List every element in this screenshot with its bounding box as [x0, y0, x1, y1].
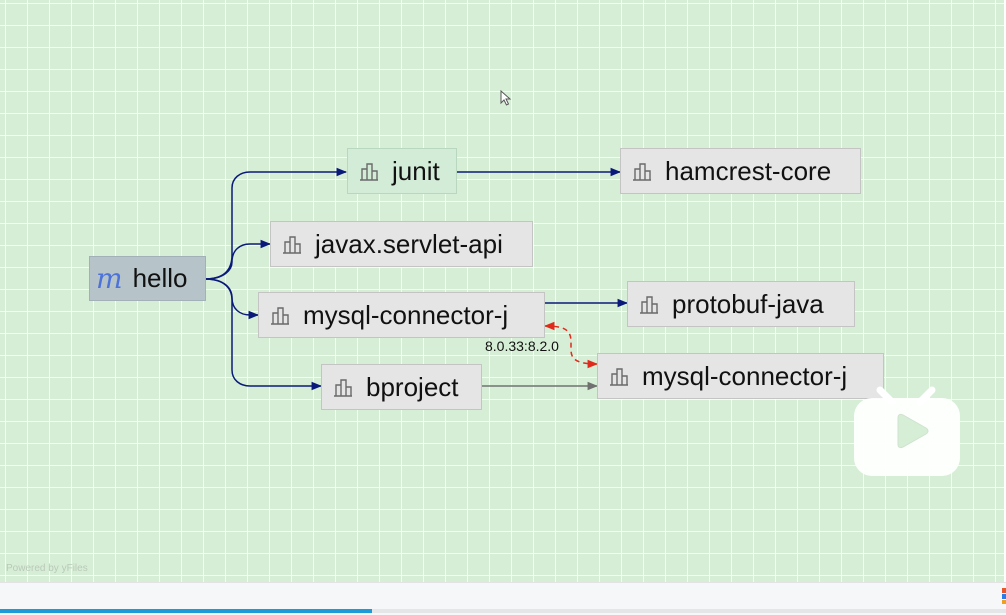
module-icon [334, 379, 352, 397]
version-conflict-label: 8.0.33:8.2.0 [485, 338, 559, 354]
module-icon [360, 163, 378, 181]
node-label: hamcrest-core [665, 155, 832, 186]
yfiles-watermark: Powered by yFiles [6, 563, 88, 574]
node-bproject[interactable]: bproject [321, 364, 482, 410]
mouse-cursor-icon [500, 90, 512, 106]
module-icon [283, 236, 301, 254]
progress-fill [0, 609, 373, 613]
node-label: bproject [366, 371, 459, 402]
module-icon [633, 163, 651, 181]
node-label: protobuf-java [672, 288, 824, 319]
node-mysql-connector-j-2[interactable]: mysql-connector-j [597, 353, 884, 399]
node-protobuf-java[interactable]: protobuf-java [627, 281, 855, 327]
node-hamcrest-core[interactable]: hamcrest-core [620, 148, 861, 194]
node-hello[interactable]: m hello [89, 256, 206, 301]
maven-m-icon: m [96, 261, 123, 295]
module-icon [610, 368, 628, 386]
status-bar [0, 582, 1006, 615]
module-icon [640, 296, 658, 314]
node-mysql-connector-j[interactable]: mysql-connector-j [258, 292, 545, 338]
node-label: junit [392, 155, 440, 186]
node-javax-servlet-api[interactable]: javax.servlet-api [270, 221, 533, 267]
module-icon [271, 307, 289, 325]
dependency-diagram-canvas[interactable]: m hello junit hamcrest-core javax.servle… [0, 0, 1004, 582]
edge-hello-javax-servlet-api [204, 239, 272, 280]
video-play-icon[interactable] [850, 372, 962, 478]
diagram-edges [204, 167, 629, 391]
edge-hello-bproject [204, 278, 323, 391]
node-label: javax.servlet-api [315, 228, 503, 259]
node-label: hello [132, 263, 188, 293]
node-label: mysql-connector-j [642, 360, 848, 391]
progress-bar [0, 609, 1006, 613]
node-label: mysql-connector-j [303, 299, 509, 330]
corner-indicator-icon [1002, 588, 1006, 604]
node-junit[interactable]: junit [347, 148, 457, 194]
edge-version-conflict [543, 321, 599, 369]
